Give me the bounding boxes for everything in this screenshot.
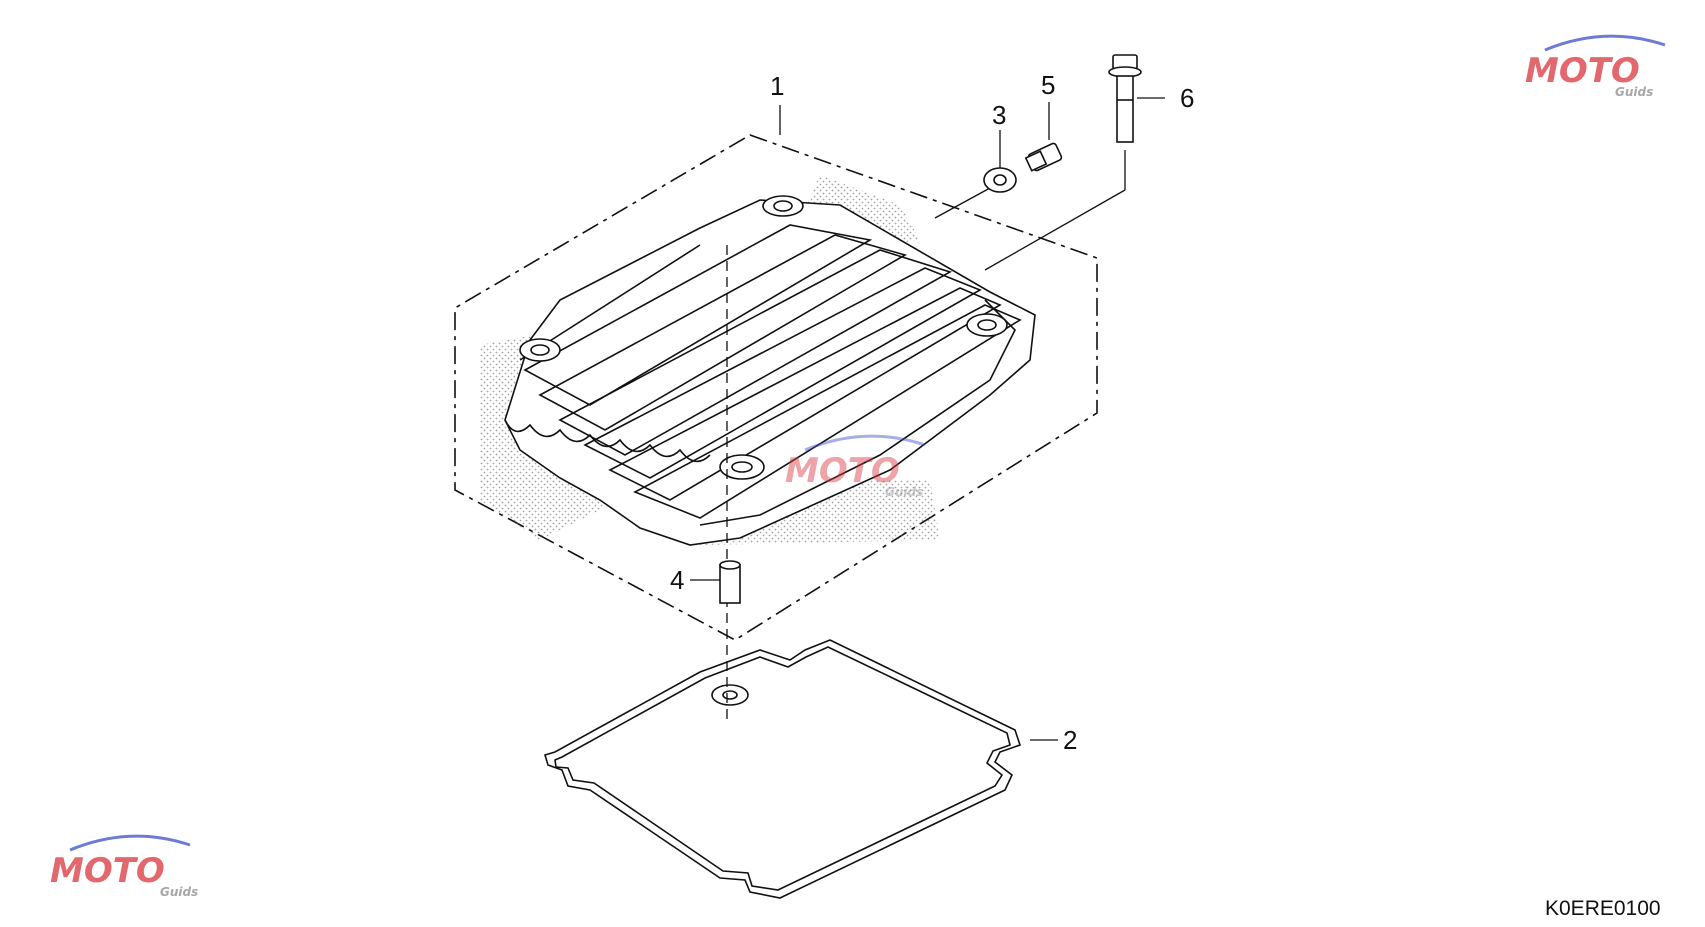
svg-text:Guids: Guids xyxy=(1615,85,1653,99)
callout-3: 3 xyxy=(992,100,1006,130)
watermark-logo-center: MOTO Guids xyxy=(785,434,926,499)
part-code: K0ERE0100 xyxy=(1545,897,1661,920)
callout-6: 6 xyxy=(1180,83,1194,113)
flange-bolt xyxy=(1108,54,1142,143)
watermark-logo-bottom-left: MOTO Guids xyxy=(50,834,198,899)
callout-2: 2 xyxy=(1063,725,1077,755)
callout-4: 4 xyxy=(670,565,684,595)
watermark-logo-top-right: MOTO Guids xyxy=(1525,34,1666,99)
svg-text:Guids: Guids xyxy=(160,885,198,899)
svg-text:MOTO: MOTO xyxy=(785,451,900,491)
small-bolt xyxy=(1024,142,1063,172)
svg-text:MOTO: MOTO xyxy=(1525,51,1640,91)
dowel-pin xyxy=(719,560,741,604)
svg-text:MOTO: MOTO xyxy=(50,851,165,891)
gasket xyxy=(544,639,1022,899)
callout-5: 5 xyxy=(1041,70,1055,100)
svg-text:Guids: Guids xyxy=(885,485,923,499)
washer xyxy=(983,167,1017,193)
callout-1: 1 xyxy=(770,71,784,101)
alignment-line-6 xyxy=(984,189,1126,271)
alignment-line-3 xyxy=(934,187,991,219)
cylinder-head-cover xyxy=(504,195,1036,546)
leader-lines xyxy=(690,97,1165,741)
